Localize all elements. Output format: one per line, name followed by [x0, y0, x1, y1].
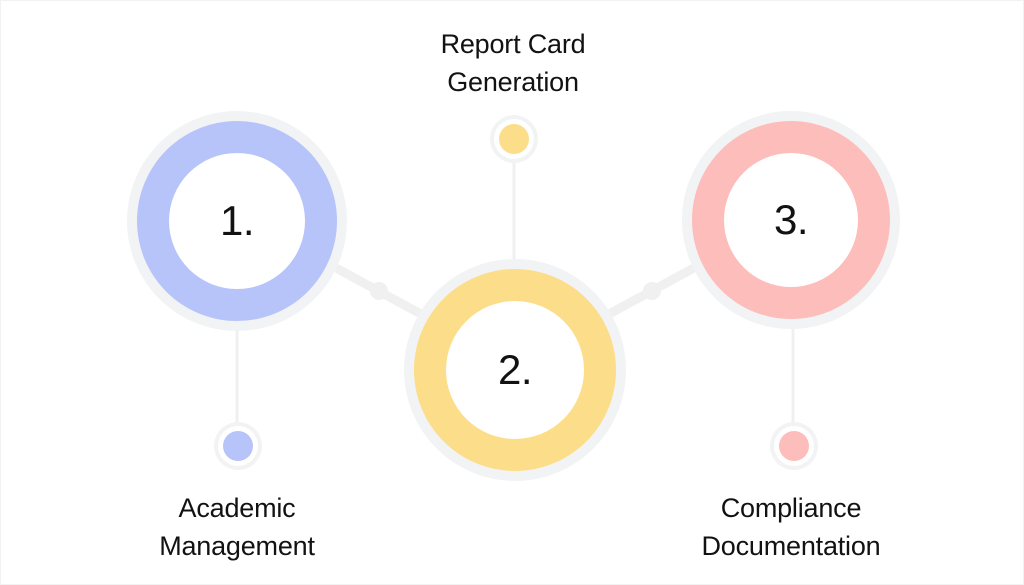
step-caption-1-line-1: Academic	[178, 493, 296, 523]
step-number-3: 3.	[773, 196, 809, 243]
leader-dot-step-1-fill	[223, 431, 253, 461]
step-node-3-core: 3.	[724, 153, 858, 287]
leader-dot-step-2-white	[494, 119, 534, 159]
leader-dot-step-2-fill	[499, 124, 529, 154]
step-node-2-core: 2.	[446, 301, 584, 439]
step-number-1: 1.	[219, 197, 255, 244]
step-caption-3-line-1: Compliance	[720, 493, 862, 523]
step-caption-1: Academic Management	[77, 489, 397, 566]
leader-dot-step-3-fill	[779, 431, 809, 461]
step-node-1-ring: 1.	[137, 121, 337, 321]
step-caption-2-line-1: Report Card	[440, 29, 586, 59]
step-node-3[interactable]: 3.	[682, 111, 900, 329]
step-caption-2: Report Card Generation	[353, 25, 673, 102]
step-node-1[interactable]: 1.	[127, 111, 347, 331]
leader-dot-step-1-white	[218, 426, 258, 466]
step-node-1-core: 1.	[169, 153, 305, 289]
connector-node-step1-step2	[370, 282, 388, 300]
connector-node-step2-step3	[643, 282, 661, 300]
step-number-2: 2.	[497, 346, 533, 393]
step-caption-1-line-2: Management	[159, 531, 315, 562]
step-caption-3: Compliance Documentation	[631, 489, 951, 566]
step-caption-2-line-2: Generation	[447, 67, 579, 98]
leader-dot-step-1[interactable]	[214, 422, 262, 470]
step-node-2[interactable]: 2.	[404, 259, 626, 481]
step-caption-3-line-2: Documentation	[701, 531, 881, 562]
leader-dot-step-3[interactable]	[770, 422, 818, 470]
leader-dot-step-2[interactable]	[490, 115, 538, 163]
leader-dot-step-3-white	[774, 426, 814, 466]
step-node-2-ring: 2.	[414, 269, 616, 471]
step-node-3-ring: 3.	[692, 121, 890, 319]
